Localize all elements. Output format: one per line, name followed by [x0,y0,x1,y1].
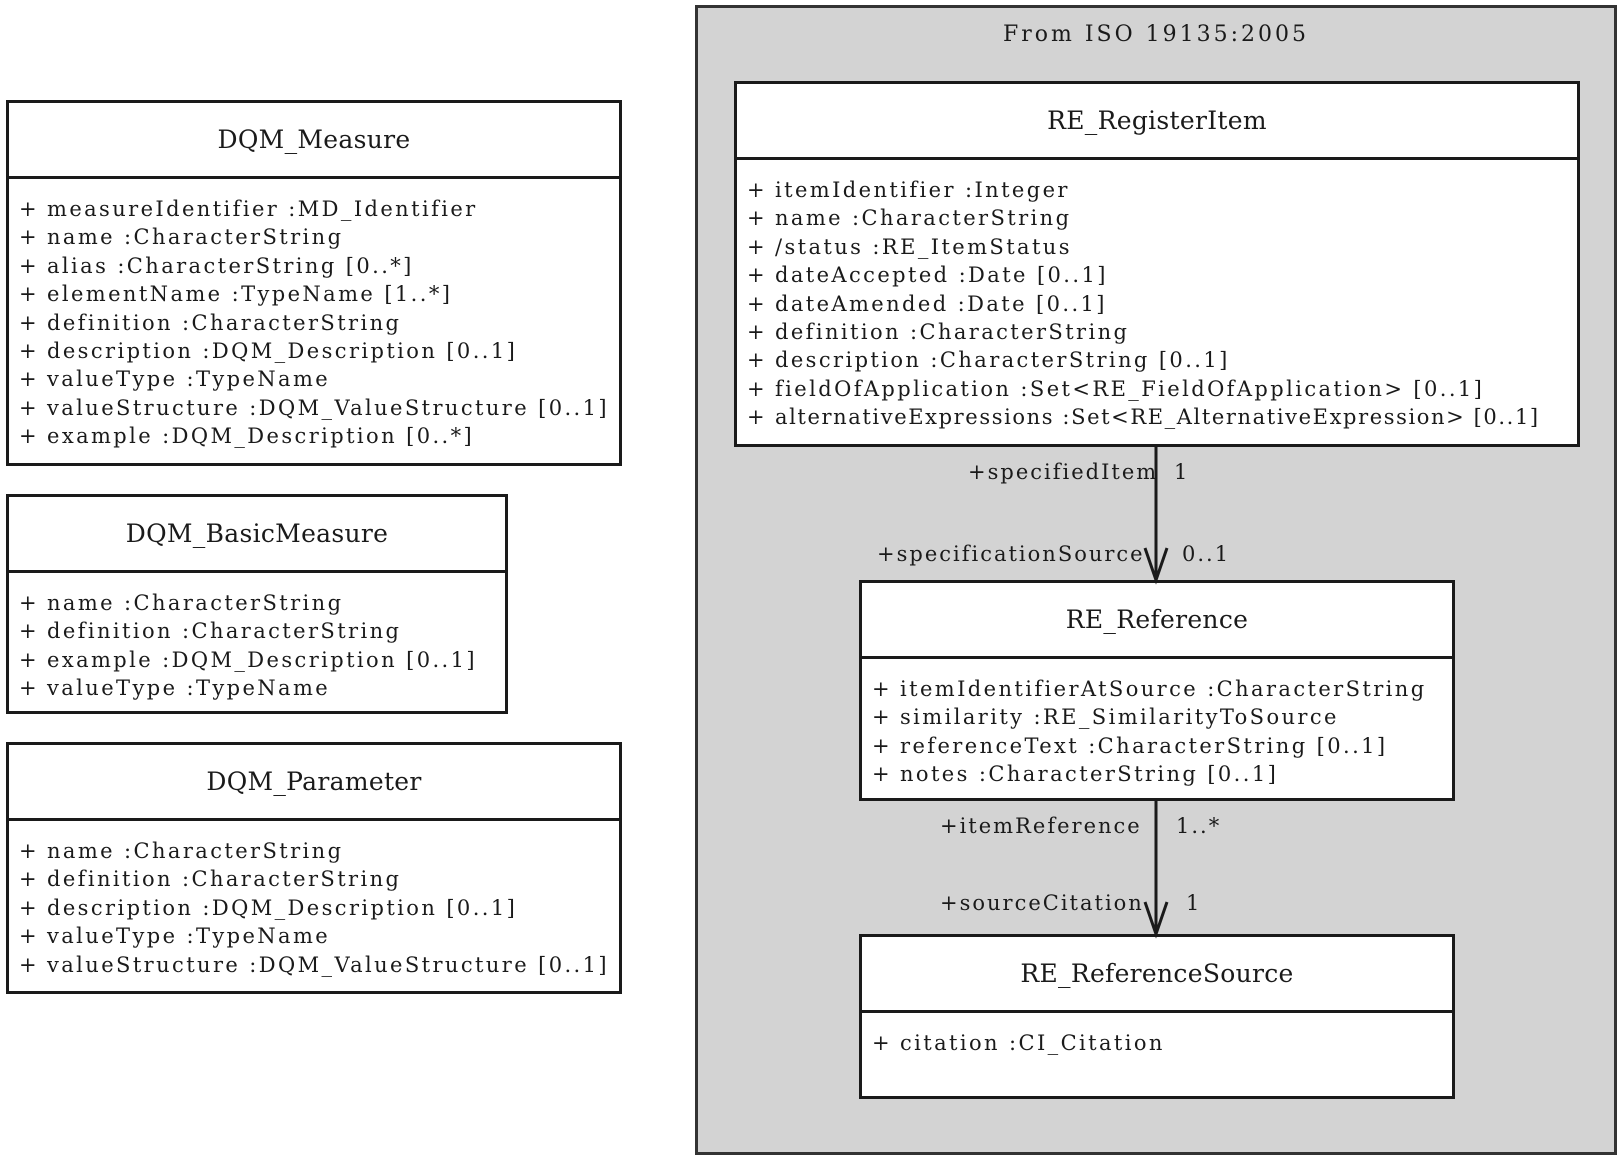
attribute-list: +name :CharacterString +definition :Char… [9,821,619,979]
role-source-citation: +sourceCitation [940,891,1144,915]
attribute: +alias :CharacterString [0..*] [19,253,414,278]
attribute: +citation :CI_Citation [872,1031,1165,1055]
class-name: DQM_Parameter [9,745,619,821]
attribute: +fieldOfApplication :Set<RE_FieldOfAppli… [747,376,1485,401]
attribute: +valueStructure :DQM_ValueStructure [0..… [19,395,609,420]
attribute: +description :DQM_Description [0..1] [19,339,518,364]
attribute: +/status :RE_ItemStatus [747,234,1072,259]
attribute: +notes :CharacterString [0..1] [872,762,1279,787]
attribute: +dateAccepted :Date [0..1] [747,263,1108,288]
attribute: +referenceText :CharacterString [0..1] [872,733,1388,758]
arrowhead-icon [1143,547,1169,585]
attribute: +alternativeExpressions :Set<RE_Alternat… [747,405,1540,430]
multiplicity-specified-item: 1 [1174,460,1190,484]
attribute-list: +itemIdentifierAtSource :CharacterString… [862,659,1452,789]
attribute: +valueType :TypeName [19,367,331,392]
class-name: RE_RegisterItem [737,84,1577,160]
attribute: +name :CharacterString [747,206,1072,231]
attribute-list: +measureIdentifier :MD_Identifier +name … [9,179,619,451]
attribute-list: +citation :CI_Citation [862,1013,1452,1057]
package-title: From ISO 19135:2005 [1002,22,1310,47]
attribute: +name :CharacterString [19,591,344,615]
multiplicity-item-reference: 1..* [1176,814,1222,838]
association-item-to-reference [1143,447,1169,585]
attribute: +example :DQM_Description [0..1] [19,647,477,672]
attribute: +valueType :TypeName [19,676,331,701]
multiplicity-specification-source: 0..1 [1182,542,1231,566]
attribute: +similarity :RE_SimilarityToSource [872,705,1339,730]
class-name: RE_ReferenceSource [862,937,1452,1013]
attribute: +name :CharacterString [19,225,344,250]
association-reference-to-source [1143,801,1169,939]
class-dqm-basic-measure: DQM_BasicMeasure +name :CharacterString … [6,494,508,714]
class-dqm-measure: DQM_Measure +measureIdentifier :MD_Ident… [6,100,622,466]
attribute: +itemIdentifier :Integer [747,178,1070,202]
class-dqm-parameter: DQM_Parameter +name :CharacterString +de… [6,742,622,994]
class-name: DQM_BasicMeasure [9,497,505,573]
role-specification-source: +specificationSource [877,542,1145,566]
attribute: +description :CharacterString [0..1] [747,348,1230,373]
attribute: +definition :CharacterString [747,320,1130,345]
attribute: +itemIdentifierAtSource :CharacterString [872,677,1427,701]
attribute: +name :CharacterString [19,839,344,863]
attribute: +valueStructure :DQM_ValueStructure [0..… [19,952,609,977]
class-re-reference-source: RE_ReferenceSource +citation :CI_Citatio… [859,934,1455,1099]
attribute: +measureIdentifier :MD_Identifier [19,197,478,221]
role-item-reference: +itemReference [940,814,1142,838]
attribute: +example :DQM_Description [0..*] [19,424,475,449]
role-specified-item: +specifiedItem [968,460,1159,484]
multiplicity-source-citation: 1 [1186,891,1202,915]
class-name: DQM_Measure [9,103,619,179]
class-re-register-item: RE_RegisterItem +itemIdentifier :Integer… [734,81,1580,447]
attribute: +elementName :TypeName [1..*] [19,282,453,307]
attribute-list: +itemIdentifier :Integer +name :Characte… [737,160,1577,432]
attribute: +definition :CharacterString [19,619,402,644]
attribute: +definition :CharacterString [19,310,402,335]
class-name: RE_Reference [862,583,1452,659]
arrowhead-icon [1143,901,1169,939]
attribute-list: +name :CharacterString +definition :Char… [9,573,505,703]
attribute: +dateAmended :Date [0..1] [747,291,1107,316]
attribute: +definition :CharacterString [19,867,402,892]
attribute: +valueType :TypeName [19,924,331,949]
attribute: +description :DQM_Description [0..1] [19,895,518,920]
class-re-reference: RE_Reference +itemIdentifierAtSource :Ch… [859,580,1455,801]
